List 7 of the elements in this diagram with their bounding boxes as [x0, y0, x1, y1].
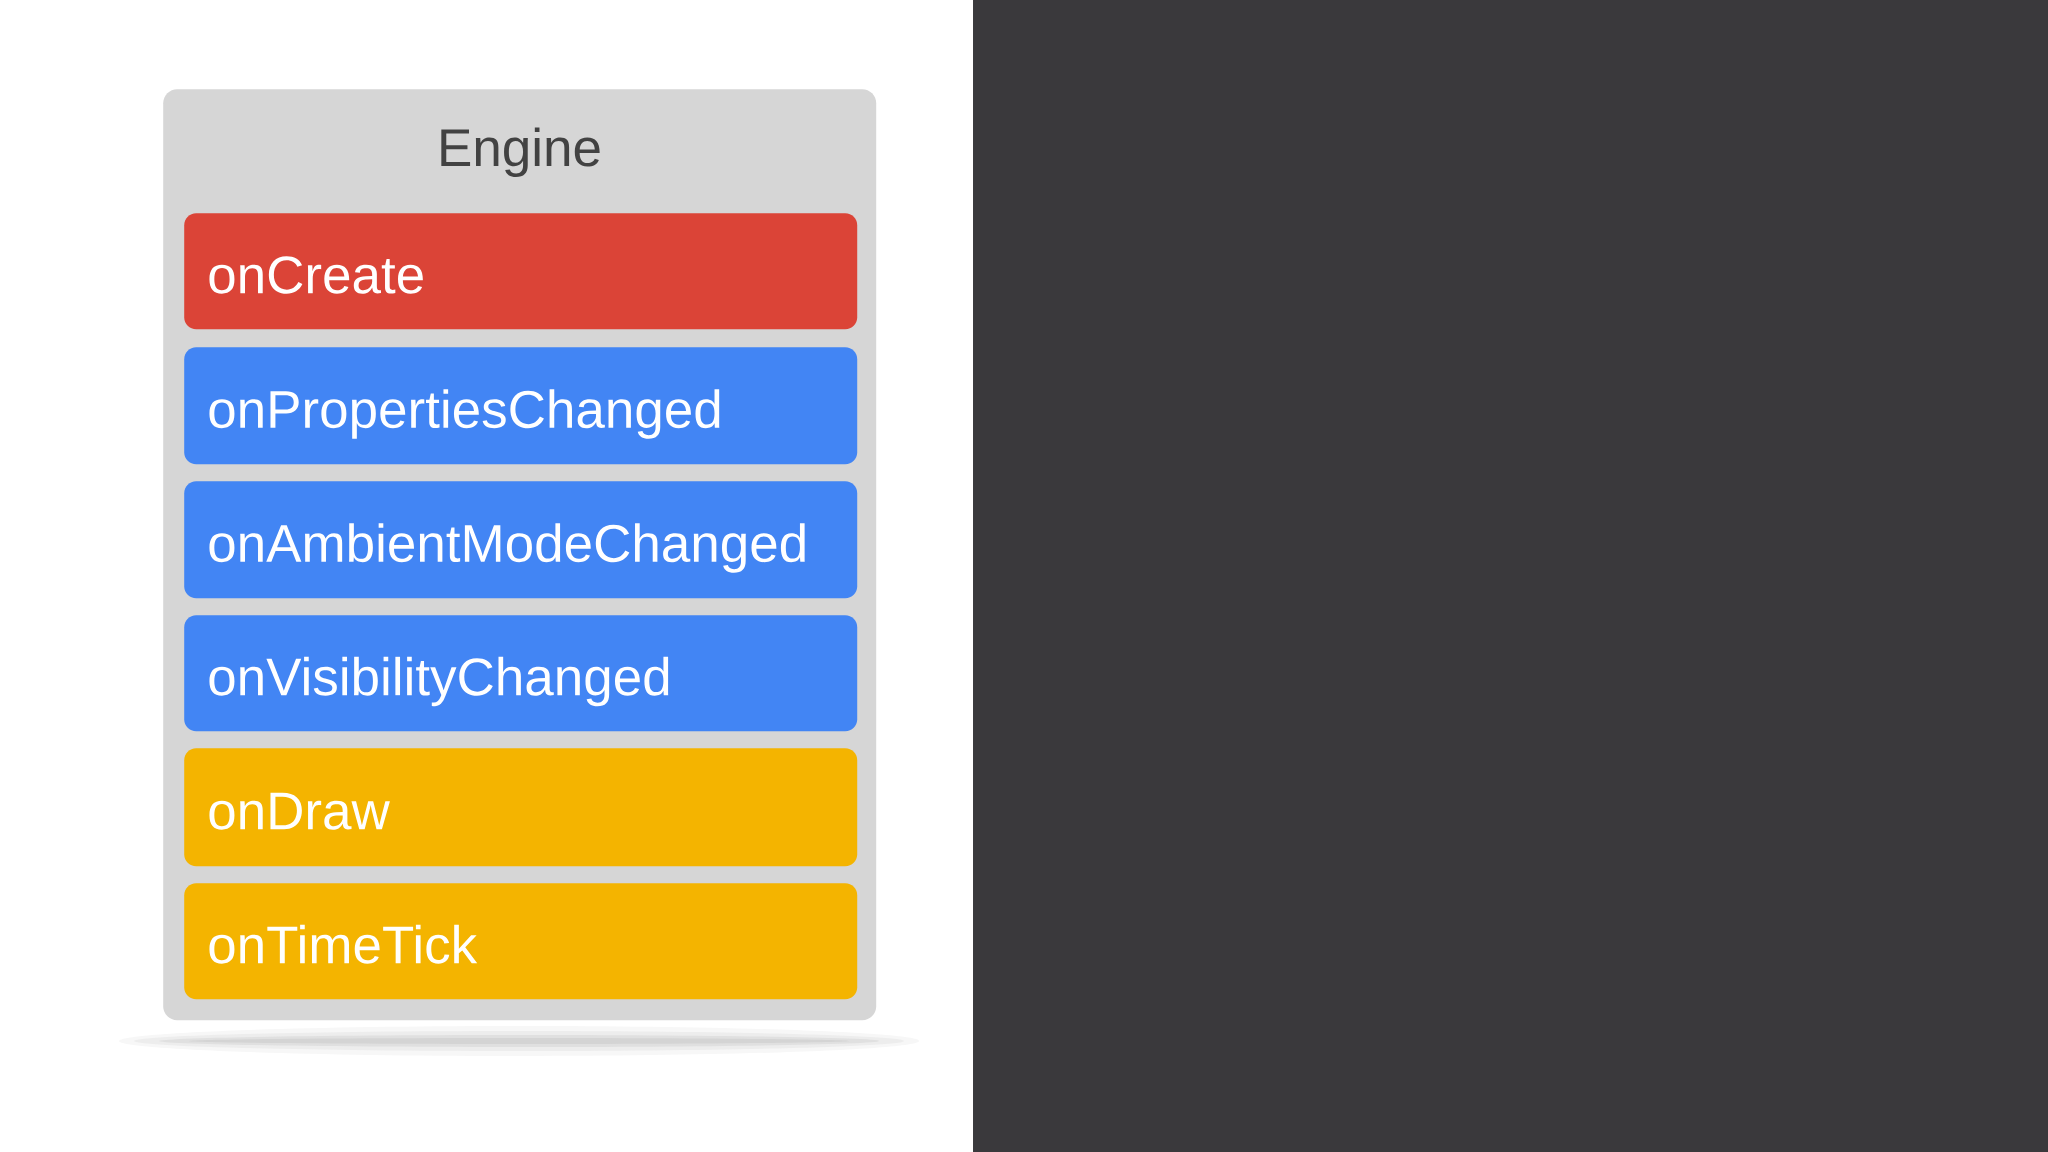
panel-title: Engine: [441, 127, 600, 177]
method-box: onVisibilityChanged: [184, 615, 858, 732]
method-box: onTimeTick: [184, 883, 858, 1000]
method-box: onDraw: [184, 748, 858, 867]
method-box: onPropertiesChanged: [184, 347, 858, 465]
method-box: onCreate: [184, 213, 858, 330]
method-box: onAmbientModeChanged: [184, 481, 858, 599]
